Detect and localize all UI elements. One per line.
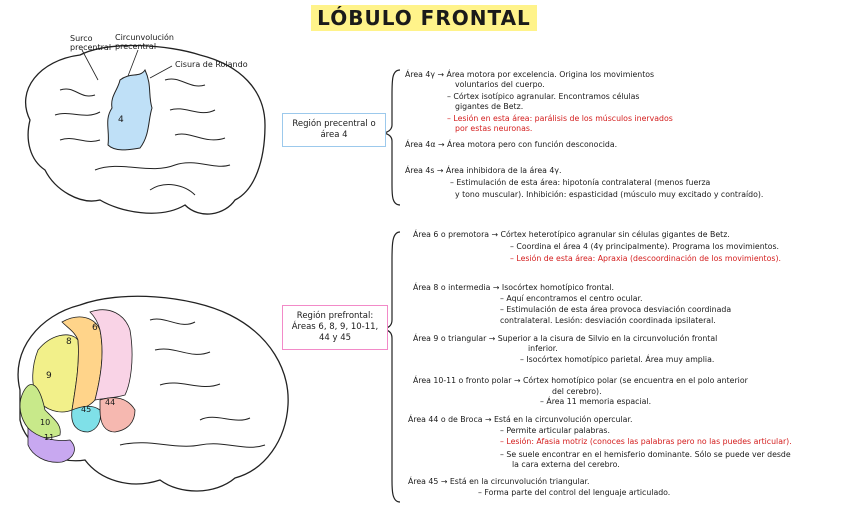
- note-line: gigantes de Betz.: [455, 102, 524, 111]
- brain1-outline: [24, 44, 266, 215]
- note-line: – Estimulación de esta área: hipotonía c…: [450, 178, 711, 187]
- label-area-10: 10: [40, 418, 51, 427]
- note-line-red: – Lesión: Afasia motriz (conoces las pal…: [500, 437, 792, 446]
- bracket-2: [382, 231, 401, 503]
- label-area-4: 4: [118, 115, 124, 125]
- note-line: – Permite articular palabras.: [500, 426, 610, 435]
- note-line: inferior.: [528, 344, 558, 353]
- brain2-outline: [17, 295, 289, 492]
- note-line-red: – Lesión de esta área: Apraxia (descoord…: [510, 254, 781, 263]
- label-circunvolucion: Circunvolución precentral: [115, 33, 174, 51]
- note-line-red: por estas neuronas.: [455, 124, 533, 133]
- box-region-prefrontal: Región prefrontal: Áreas 6, 8, 9, 10-11,…: [282, 305, 388, 350]
- label-surco: Surco precentral: [70, 34, 112, 52]
- note-line: Área 4γ → Área motora por excelencia. Or…: [405, 70, 655, 79]
- note-line: Área 9 o triangular → Superior a la cisu…: [413, 334, 718, 343]
- brain2-area45: [71, 405, 101, 433]
- note-line: – Córtex isotípico agranular. Encontramo…: [447, 92, 640, 101]
- note-line: Área 45 → Está en la circunvolución tria…: [408, 477, 590, 486]
- note-line: – Área 11 memoria espacial.: [540, 397, 652, 406]
- note-line: Área 8 o intermedia → Isocórtex homotípi…: [413, 283, 615, 292]
- note-line: del cerebro).: [552, 387, 602, 396]
- label-area-11: 11: [44, 433, 55, 442]
- note-line: y tono muscular). Inhibición: espasticid…: [455, 190, 764, 199]
- label-area-9: 9: [46, 371, 52, 381]
- note-line: Área 10-11 o fronto polar → Córtex homot…: [413, 376, 748, 385]
- note-line: la cara externa del cerebro.: [512, 460, 620, 469]
- note-line: – Isocórtex homotípico parietal. Área mu…: [520, 355, 715, 364]
- box-region-precentral: Región precentral o área 4: [282, 113, 386, 147]
- note-line: Área 44 o de Broca → Está en la circunvo…: [408, 415, 633, 424]
- bracket-1: [383, 69, 401, 206]
- label-cisura: Cisura de Rolando: [175, 60, 248, 69]
- note-line: – Se suele encontrar en el hemisferio do…: [500, 450, 791, 459]
- note-line: – Estimulación de esta área provoca desv…: [500, 305, 732, 314]
- note-line-red: – Lesión en esta área: parálisis de los …: [447, 114, 673, 123]
- label-area-6: 6: [92, 323, 98, 333]
- note-line: Área 6 o premotora → Córtex heterotípico…: [413, 230, 730, 239]
- label-area-44: 44: [105, 398, 116, 407]
- note-line: Área 4α → Área motora pero con función d…: [405, 140, 618, 149]
- note-line: – Forma parte del control del lenguaje a…: [478, 488, 671, 497]
- note-line: contralateral. Lesión: desviación coordi…: [500, 316, 716, 325]
- label-area-45: 45: [81, 405, 92, 414]
- brain2-area10: [19, 384, 61, 439]
- label-area-8: 8: [66, 337, 72, 347]
- note-line: – Aquí encontramos el centro ocular.: [500, 294, 643, 303]
- note-line: Área 4s → Área inhibidora de la área 4γ.: [405, 166, 562, 175]
- brain1-area4: [107, 68, 153, 151]
- note-line: voluntarios del cuerpo.: [455, 80, 545, 89]
- note-line: – Coordina el área 4 (4γ principalmente)…: [510, 242, 780, 251]
- brain2-area11: [27, 427, 75, 463]
- brain2-area44: [99, 397, 136, 433]
- page-title: LÓBULO FRONTAL: [0, 5, 848, 31]
